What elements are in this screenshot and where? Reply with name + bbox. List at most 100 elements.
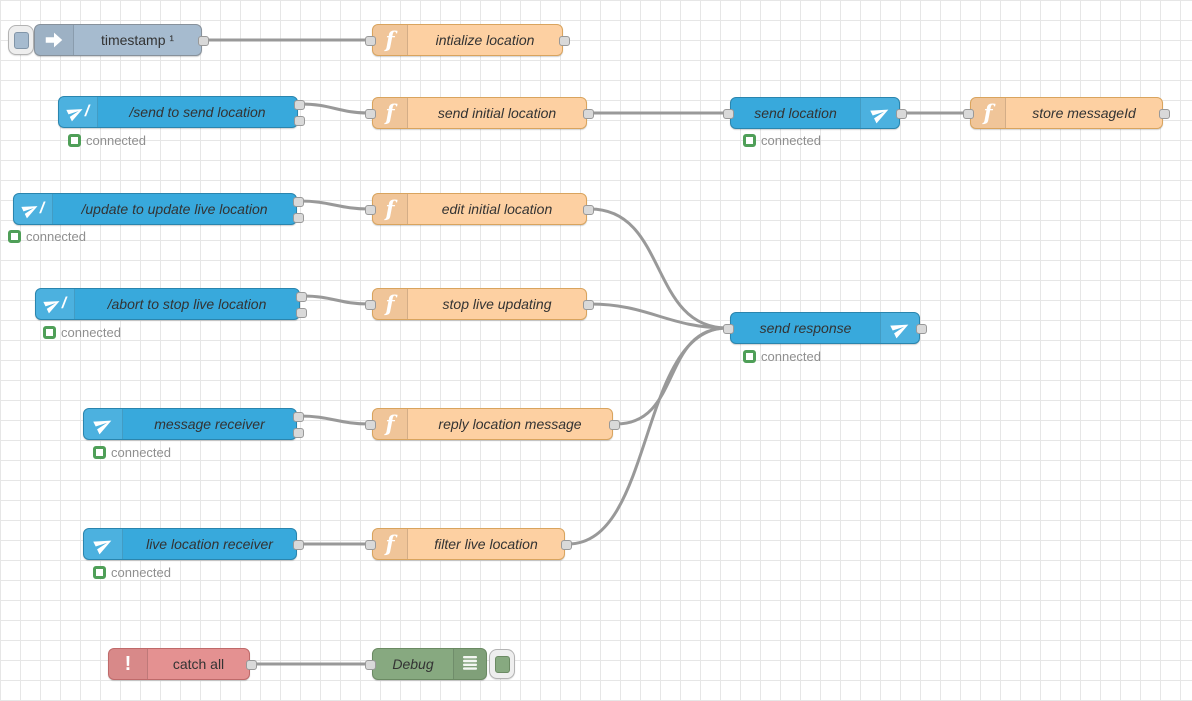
output-port-1[interactable]: [293, 428, 304, 438]
status-connected-icon: [743, 350, 756, 363]
function-icon: f: [373, 194, 408, 224]
node-label: /abort to stop live location: [107, 296, 267, 312]
node-status: connected: [743, 349, 821, 364]
output-port[interactable]: [559, 36, 570, 46]
status-connected-icon: [68, 134, 81, 147]
output-port-1[interactable]: [294, 116, 305, 126]
function-icon: f: [373, 409, 408, 439]
node-label: intialize location: [435, 32, 535, 48]
node-label: live location receiver: [146, 536, 273, 552]
telegram-plane-icon: [84, 529, 123, 559]
wire[interactable]: [614, 326, 729, 426]
node-inject-timestamp[interactable]: timestamp ¹: [34, 24, 209, 56]
node-label: stop live updating: [442, 296, 552, 312]
node-function-send-initial-location[interactable]: f send initial location: [365, 97, 594, 129]
wire[interactable]: [299, 102, 371, 115]
input-port[interactable]: [365, 420, 376, 430]
node-telegram-message-receiver[interactable]: message receiver: [83, 408, 304, 440]
node-status: connected: [93, 445, 171, 460]
status-text: connected: [26, 229, 86, 244]
function-icon: f: [971, 98, 1006, 128]
status-text: connected: [61, 325, 121, 340]
node-function-filter-live-location[interactable]: f filter live location: [365, 528, 572, 560]
output-port-0[interactable]: [293, 412, 304, 422]
status-text: connected: [86, 133, 146, 148]
function-icon: f: [373, 289, 408, 319]
status-connected-icon: [743, 134, 756, 147]
node-label: edit initial location: [441, 201, 553, 217]
node-telegram-abort-command[interactable]: / /abort to stop live location: [35, 288, 307, 320]
input-port[interactable]: [365, 36, 376, 46]
telegram-plane-icon: [860, 98, 899, 128]
debug-toggle-inner: [494, 655, 510, 673]
node-telegram-update-command[interactable]: / /update to update live location: [13, 193, 304, 225]
output-port[interactable]: [246, 660, 257, 670]
telegram-plane-icon: [880, 313, 919, 343]
wire[interactable]: [566, 326, 729, 546]
status-text: connected: [111, 445, 171, 460]
node-label: message receiver: [154, 416, 265, 432]
wire[interactable]: [298, 199, 371, 211]
status-connected-icon: [8, 230, 21, 243]
output-port-0[interactable]: [296, 292, 307, 302]
wire[interactable]: [588, 207, 729, 330]
node-function-reply-location-message[interactable]: f reply location message: [365, 408, 620, 440]
status-connected-icon: [43, 326, 56, 339]
telegram-command-icon: /: [36, 289, 75, 319]
node-telegram-send-response[interactable]: send response: [723, 312, 927, 344]
node-function-initialize-location[interactable]: f intialize location: [365, 24, 570, 56]
input-port[interactable]: [365, 540, 376, 550]
inject-button[interactable]: [8, 25, 34, 55]
node-telegram-live-location-receiver[interactable]: live location receiver: [83, 528, 304, 560]
node-telegram-send-command[interactable]: / /send to send location: [58, 96, 305, 128]
node-telegram-send-location[interactable]: send location: [723, 97, 907, 129]
output-port[interactable]: [896, 109, 907, 119]
wire[interactable]: [298, 414, 371, 426]
node-status: connected: [43, 325, 121, 340]
output-port[interactable]: [561, 540, 572, 550]
node-function-edit-initial-location[interactable]: f edit initial location: [365, 193, 594, 225]
node-status: connected: [93, 565, 171, 580]
output-port[interactable]: [583, 300, 594, 310]
node-label: /send to send location: [129, 104, 266, 120]
output-port[interactable]: [583, 109, 594, 119]
output-port-0[interactable]: [294, 100, 305, 110]
input-port[interactable]: [365, 660, 376, 670]
input-port[interactable]: [963, 109, 974, 119]
output-port[interactable]: [198, 36, 209, 46]
function-icon: f: [373, 529, 408, 559]
output-port-1[interactable]: [296, 308, 307, 318]
output-port[interactable]: [609, 420, 620, 430]
output-port[interactable]: [583, 205, 594, 215]
output-port-0[interactable]: [293, 197, 304, 207]
output-port[interactable]: [1159, 109, 1170, 119]
node-label: send location: [754, 105, 837, 121]
node-function-store-message-id[interactable]: f store messageId: [963, 97, 1170, 129]
exclamation-icon: !: [109, 649, 148, 679]
node-debug[interactable]: Debug: [365, 648, 487, 680]
output-port[interactable]: [293, 540, 304, 550]
input-port[interactable]: [723, 109, 734, 119]
node-label: send initial location: [437, 105, 557, 121]
input-port[interactable]: [365, 300, 376, 310]
wire[interactable]: [588, 302, 729, 330]
status-connected-icon: [93, 446, 106, 459]
output-port-1[interactable]: [293, 213, 304, 223]
node-label: reply location message: [438, 416, 582, 432]
node-label: /update to update live location: [81, 201, 268, 217]
wire[interactable]: [301, 294, 371, 306]
inject-arrow-icon: [35, 25, 74, 55]
node-function-stop-live-updating[interactable]: f stop live updating: [365, 288, 594, 320]
debug-toggle-button[interactable]: [489, 649, 515, 679]
node-label: Debug: [392, 656, 434, 672]
function-icon: f: [373, 25, 408, 55]
node-catch-all[interactable]: ! catch all: [108, 648, 257, 680]
telegram-plane-icon: [84, 409, 123, 439]
output-port[interactable]: [916, 324, 927, 334]
input-port[interactable]: [365, 205, 376, 215]
input-port[interactable]: [723, 324, 734, 334]
input-port[interactable]: [365, 109, 376, 119]
node-label: catch all: [172, 656, 225, 672]
